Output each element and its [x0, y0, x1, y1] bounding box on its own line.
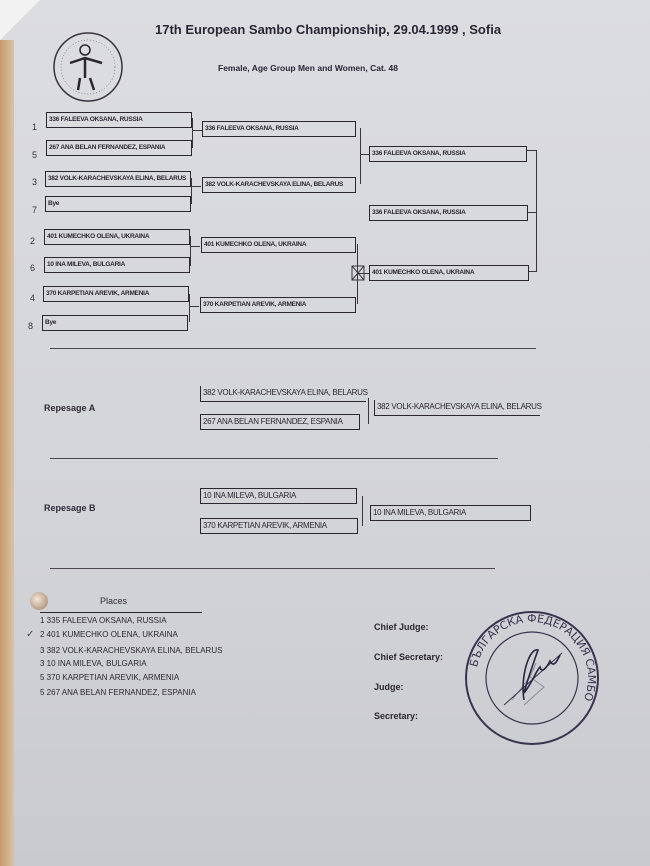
page-title: 17th European Sambo Championship, 29.04.…: [155, 22, 502, 37]
repesage-slot: 382 VOLK-KARACHEVSKAYA ELINA, BELARUS: [200, 386, 368, 402]
connector-line: [357, 273, 369, 274]
connector-line: [191, 178, 192, 204]
repesage-slot: 10 INA MILEVA, BULGARIA: [200, 488, 357, 504]
championship-logo: [53, 32, 123, 102]
place-item: 3 10 INA MILEVA, BULGARIA: [40, 659, 147, 668]
bracket-slot: 370 KARPETIAN AREVIK, ARMENIA: [43, 286, 189, 302]
connector-line: [190, 246, 200, 247]
seed-number: 1: [32, 122, 38, 132]
repesage-slot: 267 ANA BELAN FERNANDEZ, ESPANIA: [200, 414, 360, 430]
seed-number: 8: [28, 321, 34, 331]
place-item: 5 370 KARPETIAN AREVIK, ARMENIA: [40, 673, 180, 682]
judge-label: Judge:: [374, 682, 404, 692]
hole-punch-mark: [30, 592, 48, 610]
stamp-ring-text: БЪЛГАРСКА ФЕДЕРАЦИЯ САМБО: [467, 612, 598, 703]
connector-line: [189, 306, 199, 307]
place-item: 2 401 KUMECHKO OLENA, UKRAINA: [40, 630, 178, 639]
section-divider: [50, 348, 536, 349]
seed-number: 2: [30, 236, 36, 246]
connector-line: [192, 118, 193, 148]
connector-line: [368, 398, 369, 424]
seed-number: 7: [32, 205, 38, 215]
bracket-winner-slot: 336 FALEEVA OKSANA, RUSSIA: [369, 205, 528, 221]
connector-line: [192, 130, 202, 131]
secretary-label: Secretary:: [374, 711, 419, 721]
connector-line: [536, 150, 537, 272]
connector-line: [529, 271, 536, 272]
bracket-slot: 10 INA MILEVA, BULGARIA: [44, 257, 190, 273]
repesage-winner: 382 VOLK-KARACHEVSKAYA ELINA, BELARUS: [374, 400, 542, 416]
bracket-slot: 401 KUMECHKO OLENA, UKRAINA: [201, 237, 356, 253]
bracket-slot: 401 KUMECHKO OLENA, UKRAINA: [44, 229, 190, 245]
place-item: 5 267 ANA BELAN FERNANDEZ, ESPANIA: [40, 688, 196, 697]
bracket-slot: 336 FALEEVA OKSANA, RUSSIA: [369, 146, 527, 162]
section-divider: [50, 458, 498, 459]
chief-secretary-label: Chief Secretary:: [374, 652, 444, 662]
seed-number: 3: [32, 177, 38, 187]
bracket-slot: 267 ANA BELAN FERNANDEZ, ESPANIA: [46, 140, 192, 156]
connector-line: [360, 128, 361, 184]
chief-judge-label: Chief Judge:: [374, 622, 429, 632]
desk-edge: [0, 40, 14, 866]
connector-line: [362, 496, 363, 526]
bracket-slot: 382 VOLK-KARACHEVSKAYA ELINA, BELARUS: [202, 177, 356, 193]
place-item: 3 382 VOLK-KARACHEVSKAYA ELINA, BELARUS: [40, 646, 223, 655]
bracket-slot: 336 FALEEVA OKSANA, RUSSIA: [46, 112, 192, 128]
bracket-slot: 370 KARPETIAN AREVIK, ARMENIA: [200, 297, 356, 313]
connector-line: [527, 150, 536, 151]
bracket-slot: Bye: [42, 315, 188, 331]
section-divider: [50, 568, 495, 569]
connector-line: [189, 294, 190, 322]
check-mark-icon: ✓: [26, 629, 35, 640]
bracket-slot: 382 VOLK-KARACHEVSKAYA ELINA, BELARUS: [45, 171, 191, 187]
connector-line: [528, 212, 536, 213]
official-stamp-and-signature: БЪЛГАРСКА ФЕДЕРАЦИЯ САМБО: [465, 611, 599, 745]
crossed-box-mark: [351, 265, 365, 281]
seed-number: 6: [30, 263, 36, 273]
bracket-slot: 401 KUMECHKO OLENA, UKRAINA: [369, 265, 529, 281]
bracket-slot: Bye: [45, 196, 191, 212]
places-underline: [40, 612, 202, 613]
connector-line: [191, 186, 201, 187]
repesage-slot: 370 KARPETIAN AREVIK, ARMENIA: [200, 518, 358, 534]
repesage-b-label: Repesage B: [44, 503, 96, 513]
places-title: Places: [100, 596, 128, 606]
seed-number: 4: [30, 293, 36, 303]
place-item: 1 335 FALEEVA OKSANA, RUSSIA: [40, 616, 167, 625]
bracket-slot: 336 FALEEVA OKSANA, RUSSIA: [202, 121, 356, 137]
paper-corner: [0, 0, 40, 40]
repesage-winner: 10 INA MILEVA, BULGARIA: [370, 505, 531, 521]
connector-line: [190, 236, 191, 266]
seed-number: 5: [32, 150, 38, 160]
category-subtitle: Female, Age Group Men and Women, Cat. 48: [218, 63, 398, 73]
repesage-a-label: Repesage A: [44, 403, 96, 413]
connector-line: [360, 154, 369, 155]
